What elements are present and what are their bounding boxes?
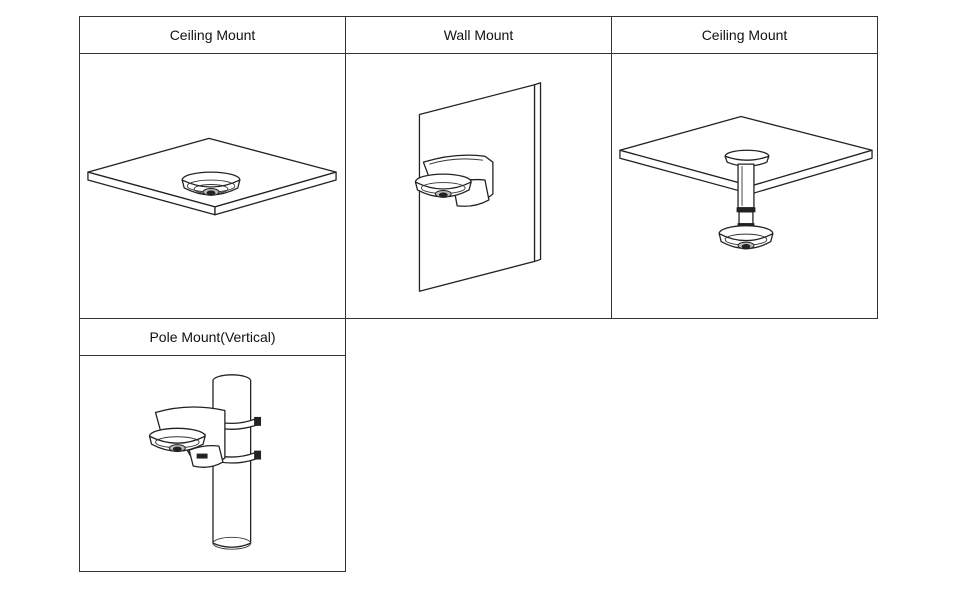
- mount-cell-ceiling-flush: Ceiling Mount: [79, 16, 346, 319]
- ceiling-pendant-illustration: [612, 53, 877, 318]
- wall-mount-illustration: [346, 53, 611, 318]
- mount-cell-pole-vertical: Pole Mount(Vertical): [79, 318, 346, 572]
- pole-mount-drawing: [148, 374, 262, 550]
- ceiling-pendant-drawing: [619, 115, 873, 250]
- pole-mount-illustration: [80, 355, 345, 571]
- fisheye-camera: [718, 225, 774, 250]
- mount-cell-ceiling-pendant: Ceiling Mount: [611, 16, 878, 319]
- pendant-pole: [736, 163, 756, 228]
- ceiling-mount-flush-drawing: [87, 137, 337, 216]
- cell-title: Pole Mount(Vertical): [80, 319, 345, 356]
- pendant-base: [724, 149, 770, 167]
- ceiling-mount-illustration: [80, 53, 345, 318]
- wall-panel-edge: [533, 82, 542, 263]
- mount-cell-wall: Wall Mount: [345, 16, 612, 319]
- pole-bracket: [154, 406, 226, 468]
- fisheye-camera: [181, 171, 241, 196]
- wall-mount-drawing: [414, 82, 542, 292]
- fisheye-camera: [148, 427, 206, 453]
- cell-title: Wall Mount: [346, 17, 611, 54]
- cell-title: Ceiling Mount: [612, 17, 877, 54]
- cell-title: Ceiling Mount: [80, 17, 345, 54]
- ceiling-slab-front-right: [214, 171, 337, 216]
- fisheye-camera: [414, 173, 472, 198]
